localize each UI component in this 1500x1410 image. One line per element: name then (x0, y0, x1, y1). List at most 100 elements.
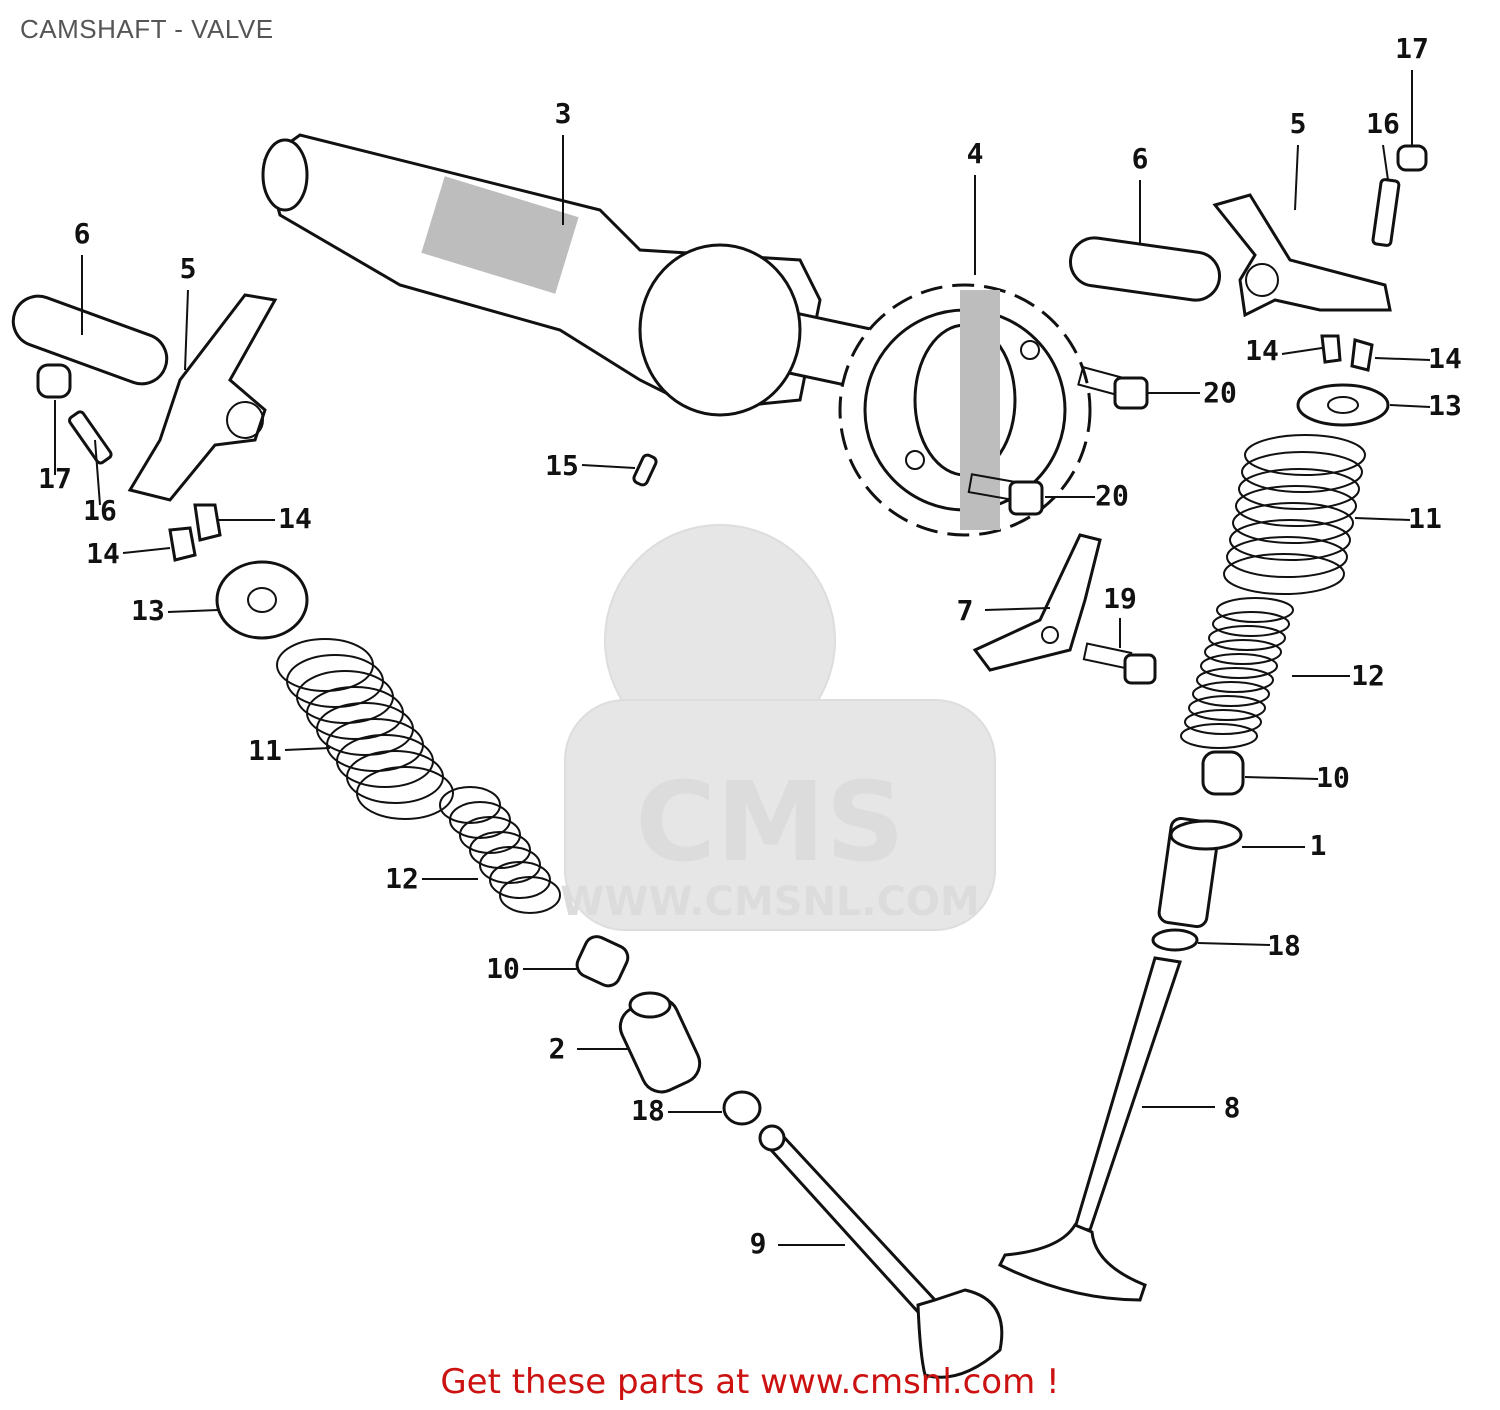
spring-coil (1226, 536, 1348, 578)
adjusting-screw-left-part (68, 410, 113, 465)
sprocket-bolt-upper-part (1077, 365, 1149, 410)
callout-leader-line (1382, 144, 1389, 181)
spring-coil (449, 801, 511, 839)
rocker-shaft-right-part (1068, 236, 1222, 302)
callout-label-10: 10 (1316, 761, 1350, 794)
spring-coil (499, 876, 561, 914)
valve-cotters-left-part (168, 503, 222, 562)
callout-label-13: 13 (131, 594, 165, 627)
spring-coil (469, 831, 531, 869)
spring-coil (316, 702, 414, 756)
spring-coil (1241, 451, 1363, 493)
callout-label-1: 1 (1310, 829, 1327, 862)
spring-coil (1212, 611, 1290, 637)
valve-cotters-right-part (1320, 334, 1374, 372)
callout-label-19: 19 (1103, 582, 1137, 615)
callout-label-18: 18 (631, 1094, 665, 1127)
spring-coil (1200, 653, 1278, 679)
inner-valve-spring-right-part (1180, 597, 1294, 749)
spring-coil (1180, 723, 1258, 749)
callout-label-4: 4 (967, 137, 984, 170)
watermark-logo-text: CMS (635, 758, 904, 886)
spring-coil (336, 734, 434, 788)
callout-label-2: 2 (549, 1032, 566, 1065)
callout-label-11: 11 (248, 734, 282, 767)
callout-label-15: 15 (545, 449, 579, 482)
callout-leader-line (1389, 404, 1431, 408)
callout-label-17: 17 (1395, 32, 1429, 65)
callout-label-17: 17 (38, 462, 72, 495)
spring-coil (1188, 695, 1266, 721)
callout-label-14: 14 (1245, 334, 1279, 367)
callout-leader-line (284, 747, 331, 751)
watermark-url-text: WWW.CMSNL.COM (560, 879, 980, 925)
inner-valve-spring-left-part (439, 786, 561, 914)
spring-coil (489, 861, 551, 899)
o-ring-left-part (722, 1090, 762, 1126)
callout-label-6: 6 (74, 217, 91, 250)
spring-coil (1216, 597, 1294, 623)
dowel-pin-part (632, 453, 658, 487)
spring-coil (439, 786, 501, 824)
callout-label-3: 3 (555, 97, 572, 130)
diagram-title: CAMSHAFT - VALVE (20, 14, 274, 44)
callout-leader-line (1197, 942, 1271, 946)
callout-leader-line (94, 439, 101, 506)
callout-label-18: 18 (1267, 929, 1301, 962)
spring-coil (276, 638, 374, 692)
spring-coil (296, 670, 394, 724)
exhaust-valve-part (997, 956, 1182, 1302)
outer-valve-spring-right-part (1223, 434, 1366, 595)
spring-coil (479, 846, 541, 884)
spring-coil (1229, 519, 1351, 561)
spring-coil (1235, 485, 1357, 527)
valve-guide-exhaust-part (1157, 816, 1243, 929)
callout-label-14: 14 (1428, 342, 1462, 375)
callout-leader-line (184, 289, 189, 371)
spring-coil (1232, 502, 1354, 544)
callout-label-13: 13 (1428, 389, 1462, 422)
spring-coil (1238, 468, 1360, 510)
spring-coil (286, 654, 384, 708)
watermark-badge (564, 699, 996, 931)
callout-label-12: 12 (1351, 659, 1385, 692)
spring-coil (356, 766, 454, 820)
callout-label-11: 11 (1408, 502, 1442, 535)
callout-label-6: 6 (1132, 142, 1149, 175)
rocker-arm-left-part (127, 293, 278, 502)
stem-seal-left-part (575, 935, 630, 988)
callout-leader-line (1294, 144, 1299, 211)
callout-leader-line (581, 464, 636, 469)
cam-sprocket-part (838, 283, 1092, 537)
footer-link[interactable]: Get these parts at www.cmsnl.com ! (440, 1362, 1060, 1402)
bolt-19-part (1082, 642, 1157, 685)
callout-leader-line (984, 607, 1051, 611)
outer-valve-spring-left-part (276, 638, 454, 820)
valve-guide-inlet-part (618, 991, 702, 1094)
callout-leader-line (1281, 347, 1323, 355)
o-ring-right-part (1151, 928, 1199, 952)
callout-label-9: 9 (750, 1227, 767, 1260)
camshaft-part (261, 133, 892, 417)
spring-coil (1196, 667, 1274, 693)
rocker-arm-right-part (1212, 193, 1392, 318)
spring-retainer-left-part (215, 560, 309, 640)
callout-label-8: 8 (1224, 1091, 1241, 1124)
adjusting-nut-right-part (1396, 144, 1428, 172)
callout-leader-line (167, 609, 219, 613)
inlet-valve-part (758, 1124, 1004, 1379)
spring-coil (1208, 625, 1286, 651)
spring-coil (1184, 709, 1262, 735)
callout-label-5: 5 (1290, 107, 1307, 140)
callout-label-16: 16 (1366, 107, 1400, 140)
stem-seal-right-part (1201, 750, 1245, 796)
spring-coil (1192, 681, 1270, 707)
callout-label-14: 14 (278, 502, 312, 535)
spring-coil (1223, 553, 1345, 595)
adjusting-screw-right-part (1371, 178, 1401, 247)
callout-label-20: 20 (1203, 376, 1237, 409)
spring-coil (1204, 639, 1282, 665)
spring-coil (1244, 434, 1366, 476)
